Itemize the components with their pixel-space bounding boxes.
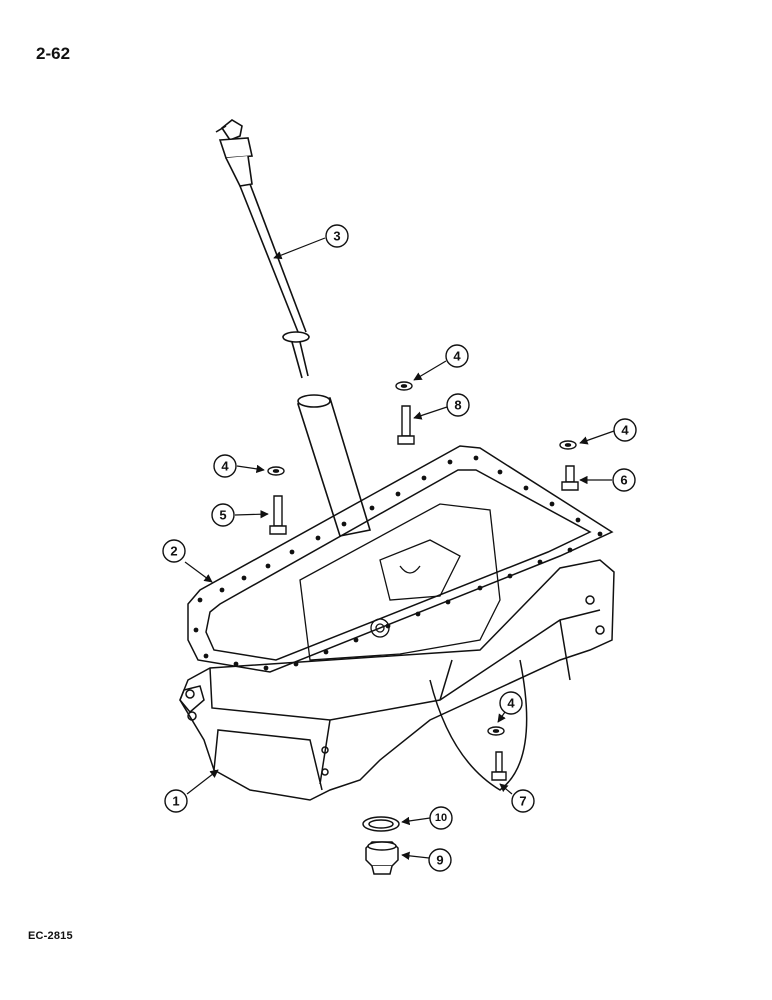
callout-9: 9 — [436, 853, 443, 868]
callout-5: 5 — [219, 508, 226, 523]
callout-7: 7 — [519, 794, 526, 809]
dipstick — [215, 119, 310, 379]
callout-10: 10 — [435, 812, 447, 824]
bolts — [269, 405, 579, 781]
callout-3: 3 — [333, 229, 340, 244]
gasket-holes — [193, 455, 603, 671]
page-number: 2-62 — [36, 44, 71, 63]
callouts — [162, 224, 637, 872]
figure-code: EC-2815 — [28, 930, 73, 942]
oil-pan — [179, 559, 615, 801]
callout-8: 8 — [454, 398, 461, 413]
callout-labels: 3 4 8 4 4 6 5 2 4 1 7 10 9 — [170, 229, 629, 868]
callout-2: 2 — [170, 544, 177, 559]
washers — [267, 381, 577, 736]
callout-4: 4 — [453, 349, 461, 364]
gasket — [187, 445, 614, 673]
callout-6: 6 — [620, 473, 627, 488]
callout-4: 4 — [621, 423, 629, 438]
drain-plug-parts — [362, 816, 400, 875]
sump-interior — [299, 503, 501, 661]
callout-4: 4 — [507, 696, 515, 711]
leader-lines — [184, 237, 615, 861]
filler-tube — [296, 394, 372, 537]
callout-1: 1 — [172, 794, 179, 809]
callout-4: 4 — [221, 459, 229, 474]
